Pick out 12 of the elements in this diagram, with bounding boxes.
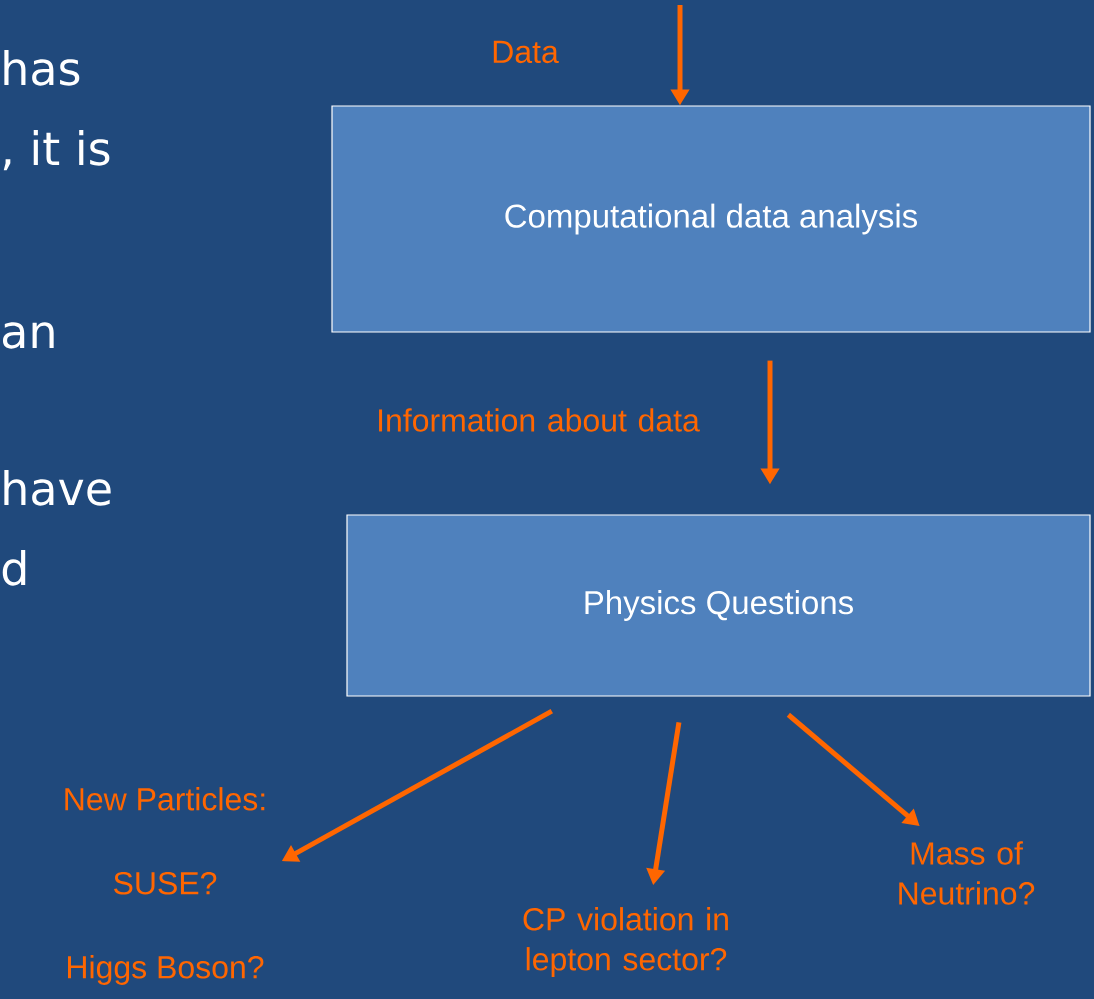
edge-label: Information about data [379,408,700,432]
outcome-text: Mass of Neutrino? [899,841,1035,905]
edge-label: Data [493,40,559,64]
slide-text: have [4,470,111,506]
slide-text: an [2,322,54,349]
outcome-text: CP violation in lepton sector? [523,907,728,977]
outcome-text: New Particles: SUSE? Higgs Boson? [65,787,265,985]
process-box: Computational data analysis [331,105,1091,333]
slide-text: , it is [3,130,110,171]
slide-text: has [4,50,80,86]
slide-text: d [2,550,26,586]
process-box: Physics Questions [346,514,1091,697]
